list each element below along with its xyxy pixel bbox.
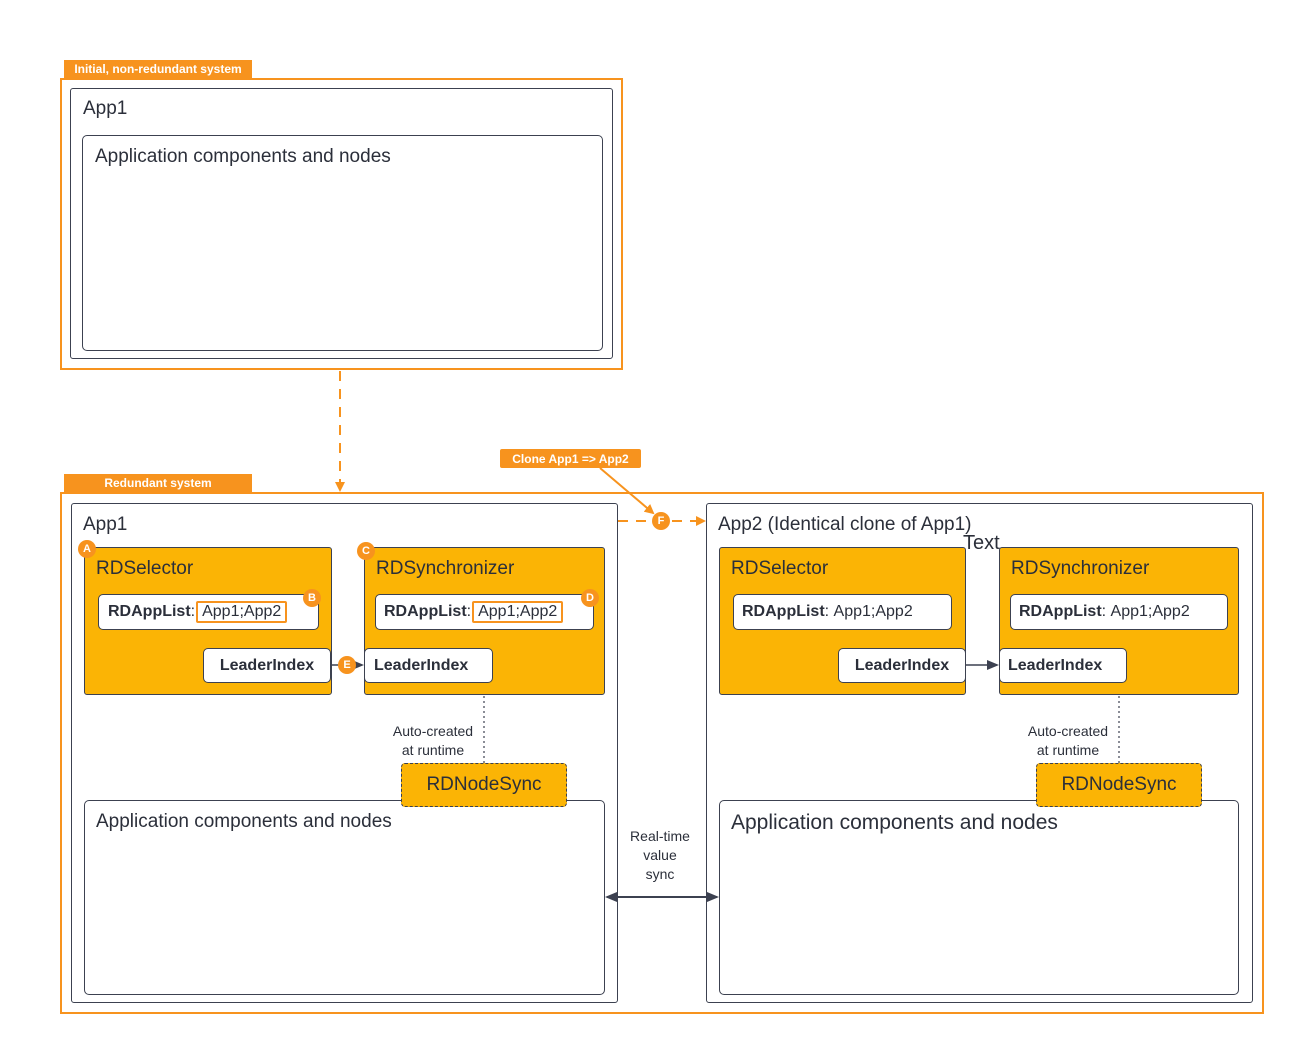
app2-rdsync-leaderindex: LeaderIndex: [999, 648, 1127, 683]
applist-value: App1;App2: [833, 603, 913, 620]
badge-d: D: [581, 589, 599, 607]
applist-label: RDAppList: [1019, 603, 1102, 620]
applist-label: RDAppList: [742, 603, 825, 620]
badge-c: C: [357, 542, 375, 560]
applist-value: App1;App2: [196, 601, 288, 623]
initial-components-box: [82, 135, 603, 351]
app1-rdsync-applist: RDAppList:App1;App2: [375, 594, 594, 630]
app1-rdselector-title: RDSelector: [96, 558, 194, 579]
badge-f: F: [652, 512, 670, 530]
badge-e: E: [338, 656, 356, 674]
app1-components-label: Application components and nodes: [96, 811, 392, 832]
app2-components-box: [719, 800, 1239, 995]
applist-value: App1;App2: [472, 601, 564, 623]
app2-title: App2 (Identical clone of App1): [718, 514, 972, 535]
app2-rdselector-title: RDSelector: [731, 558, 829, 579]
app1-rdselector-leaderindex: LeaderIndex: [203, 648, 331, 683]
clone-pointer: [599, 467, 655, 515]
app2-components-label: Application components and nodes: [731, 811, 1058, 834]
app1-title: App1: [83, 514, 128, 535]
app1-rdsync-title: RDSynchronizer: [376, 558, 515, 579]
app2-rdnodesync: RDNodeSync: [1036, 763, 1202, 807]
redundant-system-frame: [60, 492, 1264, 1014]
app2-rdselector-applist: RDAppList: App1;App2: [733, 594, 952, 630]
applist-label: RDAppList: [384, 603, 467, 620]
applist-value: App1;App2: [1110, 603, 1190, 620]
app2-stray-text: Text: [963, 532, 1000, 554]
badge-a: A: [78, 540, 96, 558]
app2-rdsync-title: RDSynchronizer: [1011, 558, 1150, 579]
app1-components-box: [84, 800, 605, 995]
redundant-system-tag: Redundant system: [64, 474, 252, 492]
app1-rdnodesync: RDNodeSync: [401, 763, 567, 807]
initial-app1-title: App1: [83, 98, 128, 119]
initial-components-label: Application components and nodes: [95, 146, 391, 167]
initial-system-tag: Initial, non-redundant system: [64, 60, 252, 78]
badge-b: B: [303, 589, 321, 607]
app2-rdselector-leaderindex: LeaderIndex: [838, 648, 966, 683]
app1-rdsync-leaderindex: LeaderIndex: [364, 648, 493, 683]
app1-rdselector-applist: RDAppList:App1;App2: [98, 594, 319, 630]
app2-rdsync-applist: RDAppList: App1;App2: [1010, 594, 1228, 630]
applist-label: RDAppList: [108, 603, 191, 620]
initial-system-frame: [60, 78, 623, 370]
clone-tag: Clone App1 => App2: [500, 449, 641, 468]
